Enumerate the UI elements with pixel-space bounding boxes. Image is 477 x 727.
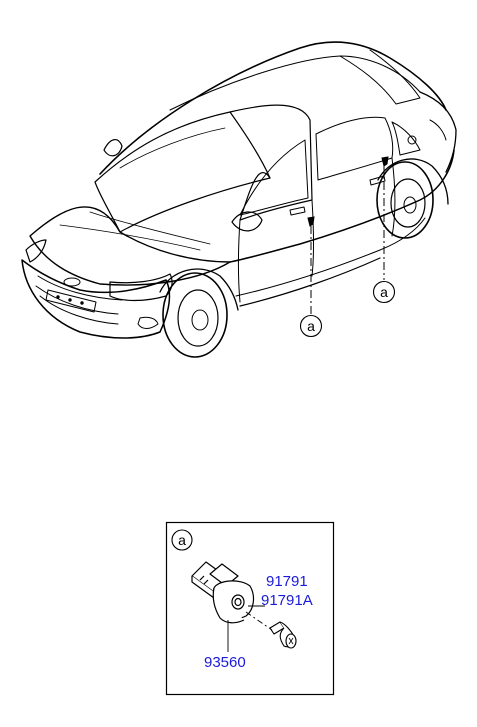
detail-box: a — [165, 521, 335, 696]
part-link-91791A[interactable]: 91791A — [261, 592, 313, 609]
screw-part — [269, 621, 297, 649]
callout-circle — [372, 280, 396, 304]
callout-front-door[interactable]: a — [299, 314, 323, 338]
callout-circle — [299, 314, 323, 338]
rear-door-switch-marker — [381, 156, 389, 167]
callout-label: a — [178, 532, 186, 548]
part-link-91791[interactable]: 91791 — [266, 573, 308, 590]
front-door-switch-marker — [307, 216, 315, 227]
callout-circle — [171, 529, 193, 551]
door-switch-part — [191, 561, 255, 624]
door-switch-markers — [307, 156, 389, 227]
part-link-93560[interactable]: 93560 — [204, 654, 246, 671]
vehicle-illustration — [21, 41, 457, 358]
callout-detail: a — [171, 529, 193, 551]
callout-label: a — [307, 318, 315, 334]
callout-rear-door[interactable]: a — [372, 280, 396, 304]
callout-label: a — [380, 284, 388, 300]
leader-lines — [310, 166, 385, 314]
assembly-centerline — [245, 611, 273, 631]
